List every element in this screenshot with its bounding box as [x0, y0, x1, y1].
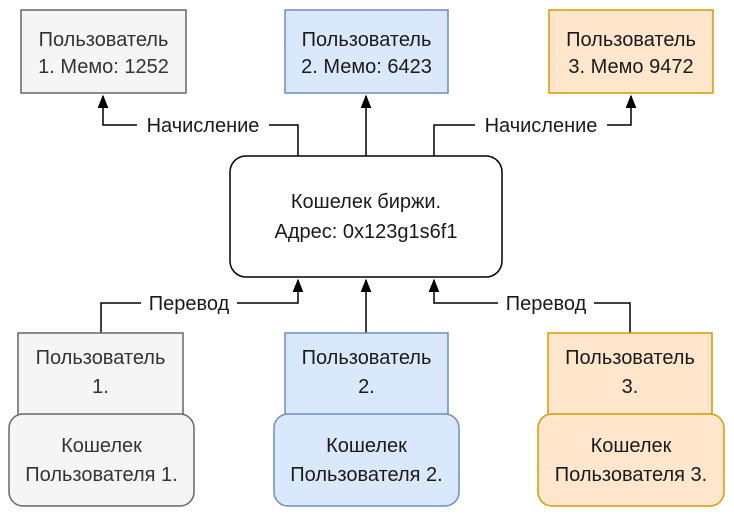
top-box-user-1-line2: 1. Мемо: 1252 [38, 56, 169, 78]
top-box-user-2-line2: 2. Мемо: 6423 [301, 56, 432, 78]
top-box-user-3-line1: Пользователь [566, 29, 696, 51]
bottom-box-user-2-line1: Пользователь [302, 347, 432, 369]
top-box-user-2-line1: Пользователь [302, 29, 432, 51]
bottom-box-user-2: Пользователь 2. [284, 332, 449, 419]
exchange-wallet-box: Кошелек биржи. Адрес: 0x123g1s6f1 [229, 155, 503, 278]
wallet-3-line1: Кошелек [591, 435, 672, 457]
edge-label-credit-left: Начисление [147, 115, 260, 137]
bottom-box-user-1-line1: Пользователь [36, 347, 166, 369]
wallet-3-line2: Пользователя 3. [555, 464, 707, 486]
bottom-box-user-1: Пользователь 1. [17, 332, 184, 419]
top-box-user-2: Пользователь 2. Мемо: 6423 [284, 9, 449, 94]
edge-label-transfer-left: Перевод [149, 293, 230, 315]
wallet-2-line2: Пользователя 2. [290, 464, 442, 486]
bottom-box-user-1-line2: 1. [92, 376, 109, 398]
wallet-2-line1: Кошелек [326, 435, 407, 457]
wallet-1-line1: Кошелек [61, 435, 142, 457]
bottom-box-user-3-line2: 3. [622, 376, 639, 398]
wallet-1-line2: Пользователя 1. [25, 464, 177, 486]
wallet-box-user-1: Кошелек Пользователя 1. [8, 413, 195, 507]
bottom-box-user-3-line1: Пользователь [565, 347, 695, 369]
top-box-user-1-line1: Пользователь [39, 29, 169, 51]
edge-label-credit-right: Начисление [485, 115, 598, 137]
top-box-user-3-line2: 3. Мемо 9472 [568, 56, 693, 78]
bottom-box-user-3: Пользователь 3. [547, 332, 713, 419]
wallet-box-user-2: Кошелек Пользователя 2. [273, 413, 460, 507]
exchange-wallet-line1: Кошелек биржи. [291, 191, 441, 213]
edge-label-transfer-right: Перевод [506, 293, 587, 315]
top-box-user-1: Пользователь 1. Мемо: 1252 [20, 9, 187, 94]
exchange-wallet-line2: Адрес: 0x123g1s6f1 [275, 221, 458, 243]
wallet-box-user-3: Кошелек Пользователя 3. [537, 413, 725, 507]
top-box-user-3: Пользователь 3. Мемо 9472 [548, 9, 714, 94]
bottom-box-user-2-line2: 2. [358, 376, 375, 398]
